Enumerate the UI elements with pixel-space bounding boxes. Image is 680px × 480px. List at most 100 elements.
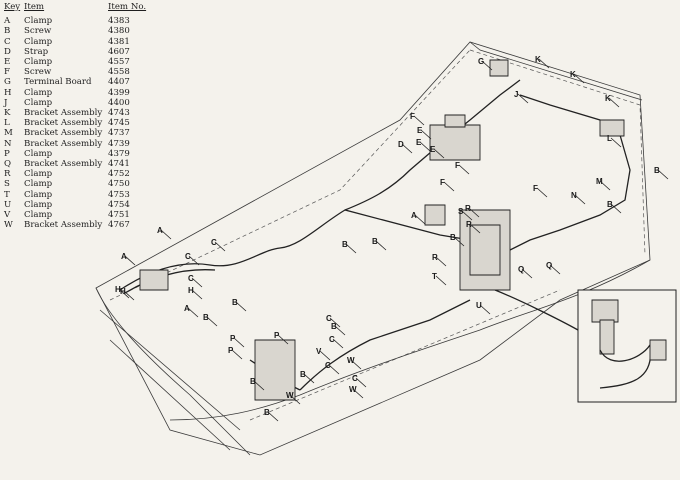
callout-g: G <box>478 57 484 66</box>
legend-item: Strap <box>24 46 49 57</box>
legend-key: L <box>4 118 10 129</box>
callout-j: J <box>514 90 518 99</box>
callout-leader <box>538 58 550 69</box>
legend-key: G <box>4 77 11 88</box>
callout-leader <box>414 214 426 225</box>
legend-item: Clamp <box>24 179 53 190</box>
legend-header-item-no: Item No. <box>108 2 147 12</box>
callout-h: H <box>188 286 194 295</box>
callout-leader <box>610 203 622 214</box>
legend-item_no: 4751 <box>108 210 130 221</box>
legend-key: H <box>4 87 12 98</box>
callout-b: B <box>607 200 613 209</box>
callout-leader <box>420 129 432 140</box>
callout-leader <box>461 210 473 221</box>
callout-leader <box>231 349 243 360</box>
callout-leader <box>334 325 346 336</box>
legend-key: S <box>4 179 10 190</box>
wiring-harness <box>119 79 631 391</box>
callout-leader <box>235 301 247 312</box>
callout-leader <box>267 411 279 422</box>
callout-leader <box>413 115 425 126</box>
callout-n: N <box>571 191 577 200</box>
callout-b: B <box>232 298 238 307</box>
callout-k: K <box>605 94 611 103</box>
callout-c: C <box>185 252 191 261</box>
callout-leader <box>206 316 218 327</box>
legend-key: C <box>4 36 11 47</box>
callout-leader <box>352 388 364 399</box>
callout-r: R <box>466 220 472 229</box>
legend-item_no: 4607 <box>108 46 130 57</box>
legend-header-item: Item <box>24 2 45 12</box>
legend-item_no: 4752 <box>108 169 130 180</box>
callout-leader <box>435 275 447 286</box>
callout-w: W <box>347 356 355 365</box>
callout-a: A <box>157 226 163 235</box>
callout-q: Q <box>518 265 524 274</box>
callout-a: A <box>184 304 190 313</box>
callout-leader <box>610 137 622 148</box>
callout-c: C <box>326 314 332 323</box>
callout-q: Q <box>546 261 552 270</box>
callout-d: D <box>398 140 404 149</box>
callout-leader <box>517 93 529 104</box>
legend-key: P <box>4 148 10 159</box>
callout-a: A <box>121 252 127 261</box>
hull-outline <box>95 41 651 456</box>
callout-leader <box>458 164 470 175</box>
legend-item_no: 4383 <box>108 16 130 27</box>
legend-item: Screw <box>24 67 52 78</box>
callout-leader <box>233 337 245 348</box>
callout-b: B <box>203 313 209 322</box>
legend-item: Bracket Assembly <box>24 159 103 170</box>
legend-item_no: 4750 <box>108 179 130 190</box>
callout-leader <box>599 180 611 191</box>
legend-item: Clamp <box>24 189 53 200</box>
legend-key: U <box>4 199 12 210</box>
callout-leader <box>214 241 226 252</box>
callout-f: F <box>533 184 538 193</box>
callout-leader <box>443 181 455 192</box>
callout-l: L <box>607 134 612 143</box>
legend-item_no: 4745 <box>108 118 130 129</box>
legend-key: R <box>4 169 11 180</box>
callout-e: E <box>417 126 423 135</box>
callout-f: F <box>440 178 445 187</box>
legend-item_no: 4557 <box>108 57 130 68</box>
legend-item_no: 4754 <box>108 199 130 210</box>
callout-leader <box>332 338 344 349</box>
legend-key: N <box>4 138 12 149</box>
callout-b: B <box>264 408 270 417</box>
callout-leader <box>657 169 669 180</box>
legend-item_no: 4739 <box>108 138 130 149</box>
legend-key: J <box>4 97 8 108</box>
callout-r: R <box>432 253 438 262</box>
callout-leader <box>481 60 493 71</box>
callout-leader <box>303 373 315 384</box>
callout-c: C <box>211 238 217 247</box>
callout-k: K <box>535 55 541 64</box>
callout-leader <box>468 207 480 218</box>
legend-row: S Clamp 4750 <box>4 179 154 189</box>
callout-leader <box>345 243 357 254</box>
legend-item: Clamp <box>24 148 53 159</box>
callout-leader <box>549 264 561 275</box>
callout-p: P <box>274 331 280 340</box>
callout-leader <box>319 350 331 361</box>
callout-leader <box>401 143 413 154</box>
callout-f: F <box>410 112 415 121</box>
callout-leader <box>191 289 203 300</box>
callout-w: W <box>286 391 294 400</box>
callout-leader <box>118 288 130 299</box>
